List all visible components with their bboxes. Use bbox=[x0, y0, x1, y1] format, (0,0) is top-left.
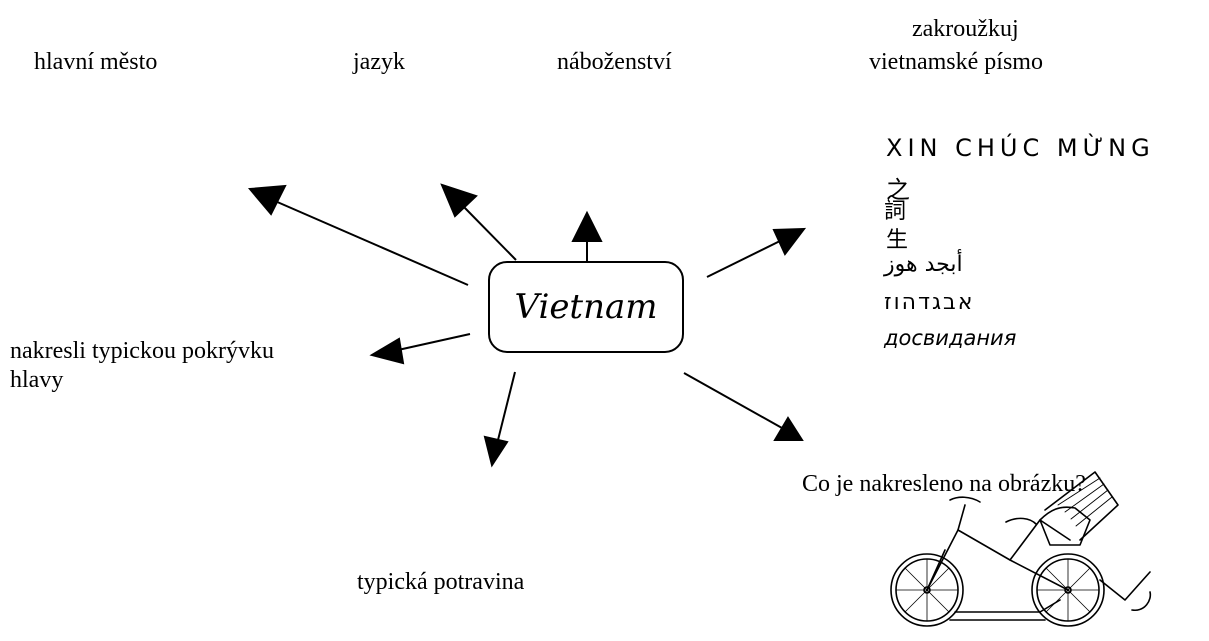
script-sample-arabic[interactable]: أبجد هوز bbox=[884, 252, 963, 277]
arrow-capital bbox=[247, 184, 469, 286]
arrow-script bbox=[706, 227, 807, 278]
script-prompt-line2: vietnamské písmo bbox=[869, 49, 1043, 75]
script-sample-vietnamese[interactable]: XIN CHÚC MỪNG bbox=[886, 134, 1155, 162]
picture-question: Co je nakresleno na obrázku? bbox=[802, 471, 1086, 497]
language-prompt: jazyk bbox=[353, 49, 405, 75]
center-box bbox=[488, 261, 684, 353]
script-sample-russian[interactable]: досвидания bbox=[884, 326, 1017, 350]
religion-prompt: náboženství bbox=[557, 49, 672, 75]
food-prompt: typická potravina bbox=[357, 569, 525, 595]
arrow-picture bbox=[683, 372, 804, 441]
arrow-food bbox=[483, 371, 516, 468]
script-sample-chinese-1[interactable]: 之 bbox=[886, 176, 910, 204]
script-sample-chinese-3[interactable]: 生 bbox=[886, 228, 909, 253]
arrow-language bbox=[440, 183, 517, 261]
bicycle-rickshaw-icon bbox=[890, 471, 1152, 627]
script-sample-hebrew[interactable]: אבגדהוז bbox=[884, 290, 975, 315]
headwear-prompt-line1: nakresli typickou pokrývku bbox=[10, 338, 274, 364]
center-title: Vietnam bbox=[514, 287, 658, 327]
arrow-headwear bbox=[369, 333, 471, 365]
script-prompt-line1: zakroužkuj bbox=[912, 16, 1019, 42]
script-sample-chinese-2[interactable]: 詞 bbox=[884, 199, 907, 224]
headwear-prompt-line2: hlavy bbox=[10, 367, 64, 393]
capital-prompt: hlavní město bbox=[34, 49, 158, 75]
arrow-religion bbox=[571, 210, 603, 262]
